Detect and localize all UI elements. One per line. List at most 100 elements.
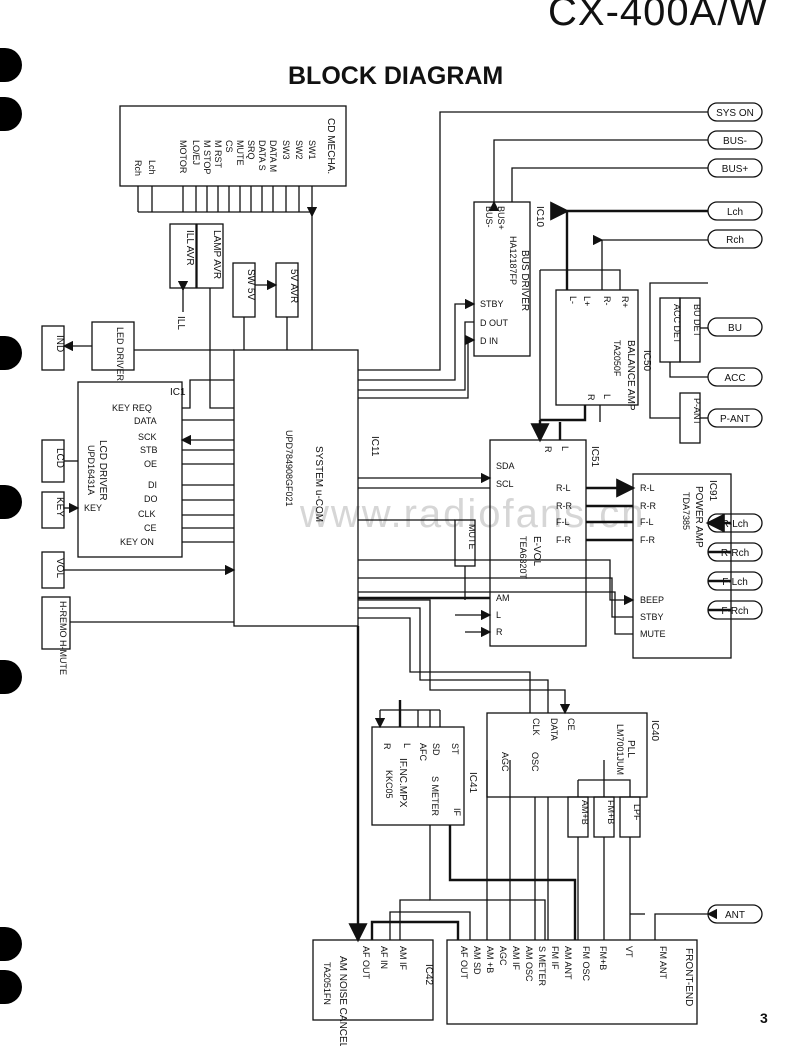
- ic1-key-on: KEY ON: [120, 537, 154, 547]
- ic41-id: IC41: [467, 772, 478, 794]
- ic51-scl: SCL: [496, 479, 514, 489]
- ic10-dout: D OUT: [480, 318, 509, 328]
- lpf-label: LPF: [632, 804, 642, 821]
- fe-am-b: AM +B: [485, 946, 495, 973]
- ic91-id: IC91: [707, 480, 718, 502]
- ic1-do: DO: [144, 494, 158, 504]
- fe-fm-ant: FM ANT: [658, 946, 668, 980]
- terminal-bus-minus: BUS-: [723, 136, 747, 147]
- cd-mecha-title: CD MECHA.: [325, 118, 336, 174]
- lcd-label: LCD: [54, 448, 65, 468]
- fe-fm-osc: FM OSC: [581, 946, 591, 981]
- terminal-lch: Lch: [727, 207, 743, 218]
- binding-hole-mark: [0, 97, 22, 131]
- ic41-if: IF: [452, 808, 462, 817]
- mute-label: MUTE: [467, 524, 477, 550]
- ic10-bus-plus: BUS+: [496, 206, 506, 230]
- ic11-name: SYSTEM u-COM: [313, 446, 324, 522]
- pin-mute: MUTE: [235, 140, 245, 166]
- ic50-r-out: R: [586, 394, 596, 401]
- ic51-sda: SDA: [496, 461, 515, 471]
- ic51-am: AM: [496, 593, 510, 603]
- ic51-name: E-VOL: [531, 536, 542, 566]
- terminal-rch: Rch: [726, 235, 744, 246]
- ic11-id: IC11: [369, 436, 380, 457]
- pin-data-s: DATA S: [257, 140, 267, 171]
- fe-am-sd: AM SD: [472, 946, 482, 975]
- binding-hole-mark: [0, 336, 22, 370]
- ill-label: ILL: [175, 316, 186, 330]
- ic42-af-out: AF OUT: [361, 946, 371, 980]
- terminal-sys-on: SYS ON: [716, 108, 754, 119]
- binding-hole-mark: [0, 927, 22, 961]
- fe-am-osc: AM OSC: [524, 946, 534, 982]
- ic41-st: ST: [450, 743, 460, 755]
- ic41-sd: SD: [431, 743, 441, 756]
- ic91-name: POWER AMP: [693, 486, 704, 548]
- ic50-rminus: R-: [602, 296, 612, 306]
- ic50-lminus: L-: [568, 296, 578, 304]
- ic1-di: DI: [148, 480, 157, 490]
- ic51-top-l: L: [560, 446, 570, 451]
- ic40-osc: OSC: [530, 752, 540, 772]
- terminal-f-rch: F-Rch: [721, 606, 748, 617]
- h-remo-label: H-REMO H-MUTE: [58, 601, 68, 675]
- fe-af-out: AF OUT: [459, 946, 469, 980]
- ic10-stby: STBY: [480, 299, 504, 309]
- pin-sw2: SW2: [294, 140, 304, 160]
- ic42-am-if: AM IF: [398, 946, 408, 971]
- terminal-ant: ANT: [725, 910, 745, 921]
- ic1-id: IC1: [170, 387, 186, 398]
- ic40-id: IC40: [649, 720, 660, 742]
- lamp-avr-label: LAMP AVR: [211, 230, 222, 279]
- ic1-stb: STB: [140, 445, 158, 455]
- ic42-af-in: AF IN: [379, 946, 389, 969]
- fe-agc: AGC: [498, 946, 508, 966]
- led-driver-label: LED DRIVER: [115, 327, 125, 382]
- ic1-key-req: KEY REQ: [112, 403, 152, 413]
- ic41-name: IF.NC.MPX: [397, 758, 408, 808]
- ic1-part: UPD16431A: [86, 445, 96, 495]
- ic1-oe: OE: [144, 459, 157, 469]
- pin-srq: SRQ: [246, 140, 256, 160]
- ind-label: IND: [54, 335, 65, 352]
- pin-rch: Rch: [133, 160, 143, 176]
- terminal-r-lch: R-Lch: [722, 519, 749, 530]
- pin-data-m: DATA M: [268, 140, 278, 172]
- acc-det-label: ACC DET: [672, 304, 682, 344]
- pin-cs: CS: [224, 140, 234, 153]
- ic91-rr: R-R: [640, 501, 656, 511]
- bu-det-label: BU DET: [692, 304, 702, 338]
- ic40-ce: CE: [566, 718, 576, 731]
- front-end-name: FRONT-END: [683, 948, 694, 1006]
- ic91-rl: R-L: [640, 483, 655, 493]
- am-b-label: AM+B: [580, 800, 590, 825]
- ic11-part: UPD784908GF021: [284, 430, 294, 507]
- ic1-key: KEY: [84, 503, 102, 513]
- p-ant-block-label: P-ANT: [692, 398, 702, 426]
- pin-lo-ej: LO/EJ: [191, 140, 201, 165]
- ic91-fr: F-R: [640, 535, 655, 545]
- ic10-id: IC10: [534, 206, 545, 228]
- ic51-id: IC51: [589, 446, 600, 468]
- ic51-r: R: [496, 627, 503, 637]
- ic51-part: TEA6320T: [518, 536, 528, 580]
- binding-hole-mark: [0, 48, 22, 82]
- ic91-stby: STBY: [640, 612, 664, 622]
- fm-b-label: FM+B: [606, 800, 616, 824]
- binding-hole-mark: [0, 970, 22, 1004]
- avr5v-label: 5V AVR: [288, 269, 299, 303]
- ic51-rl: R-L: [556, 483, 571, 493]
- ic40-agc: AGC: [500, 752, 510, 772]
- ic40-part: LM7001JUM: [615, 724, 625, 775]
- binding-hole-mark: [0, 660, 22, 694]
- pin-lch: Lch: [147, 160, 157, 175]
- ic1-sck: SCK: [138, 432, 157, 442]
- pin-sw3: SW3: [281, 140, 291, 160]
- ic42-part: TA2051FN: [322, 962, 332, 1005]
- ic1-name: LCD DRIVER: [97, 440, 108, 501]
- fe-fm-if: FM IF: [550, 946, 560, 970]
- pin-m-stop: M STOP: [202, 140, 212, 174]
- terminal-acc: ACC: [724, 373, 745, 384]
- ic10-name: BUS DRIVER: [519, 250, 530, 311]
